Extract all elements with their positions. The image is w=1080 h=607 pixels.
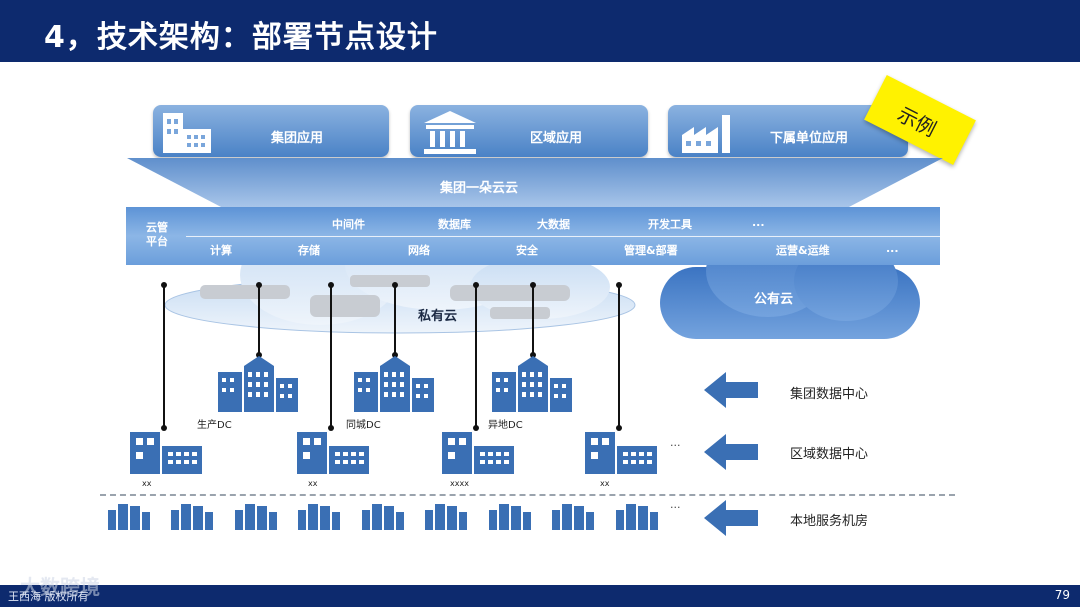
regional-label: xxxx	[450, 479, 469, 488]
dashed-separator	[100, 494, 955, 496]
dc-label-same-city: 同城DC	[346, 420, 381, 431]
dc-label-production: 生产DC	[197, 420, 232, 431]
tier-local-room: 本地服务机房	[790, 514, 869, 529]
regional-building-icon	[442, 432, 514, 474]
building-icon	[163, 113, 211, 153]
platform-item-compute: 计算	[210, 244, 232, 257]
cloud-funnel	[127, 158, 943, 208]
tier-group-dc: 集团数据中心	[790, 387, 869, 402]
regional-building-icon	[297, 432, 369, 474]
bank-icon	[424, 111, 476, 154]
server-room-row	[108, 504, 658, 530]
regional-label: xx	[308, 479, 318, 488]
dc-label-remote: 异地DC	[488, 420, 523, 431]
title-bar: 4，技术架构：部署节点设计	[0, 0, 1080, 62]
platform-label-line1: 云管	[146, 221, 168, 234]
platform-item-more-lower: ...	[886, 242, 899, 255]
platform-item-devtools: 开发工具	[648, 218, 692, 231]
platform-item-management: 管理&部署	[624, 244, 678, 257]
platform-item-security: 安全	[516, 244, 538, 257]
platform-item-database: 数据库	[438, 218, 471, 231]
group-app-label: 集团应用	[271, 131, 324, 146]
arrow-left-icon	[704, 434, 758, 470]
platform-item-operations: 运营&运维	[776, 244, 830, 257]
band-divider	[186, 236, 940, 237]
group-app-card: 集团应用	[153, 105, 389, 157]
public-cloud-label: 公有云	[754, 292, 794, 307]
arrow-left-icon	[704, 500, 758, 536]
factory-icon	[682, 115, 730, 153]
page-title: 4，技术架构：部署节点设计	[44, 20, 438, 55]
cloud-platform-band	[126, 207, 940, 265]
regional-building-icon	[130, 432, 202, 474]
regional-ellipsis: ...	[670, 436, 681, 449]
regional-label: xx	[600, 479, 610, 488]
platform-item-more-upper: ...	[752, 216, 765, 229]
watermark: 大数跨境	[20, 575, 100, 599]
platform-item-network: 网络	[408, 244, 430, 257]
region-app-card: 区域应用	[410, 105, 648, 157]
private-cloud-label: 私有云	[418, 309, 458, 324]
funnel-label: 集团一朵云云	[440, 181, 519, 196]
regional-building-icon	[585, 432, 657, 474]
author-credit: 王西海 版权所有	[8, 590, 89, 603]
region-app-label: 区域应用	[530, 131, 583, 146]
footer-bar: 大数跨境 王西海 版权所有 79	[0, 575, 1080, 607]
arrow-left-icon	[704, 372, 758, 408]
regional-label: xx	[142, 479, 152, 488]
dc-building-icon	[218, 356, 298, 412]
page-number: 79	[1054, 588, 1070, 602]
platform-item-bigdata: 大数据	[537, 218, 570, 231]
dc-building-icon	[492, 356, 572, 412]
tier-regional-dc: 区域数据中心	[790, 447, 869, 462]
subsidiary-app-label: 下属单位应用	[770, 131, 849, 146]
platform-item-middleware: 中间件	[332, 218, 365, 231]
platform-item-storage: 存储	[298, 244, 320, 257]
dc-building-icon	[354, 356, 434, 412]
platform-label-line2: 平台	[146, 235, 168, 248]
server-ellipsis: ...	[670, 498, 681, 511]
